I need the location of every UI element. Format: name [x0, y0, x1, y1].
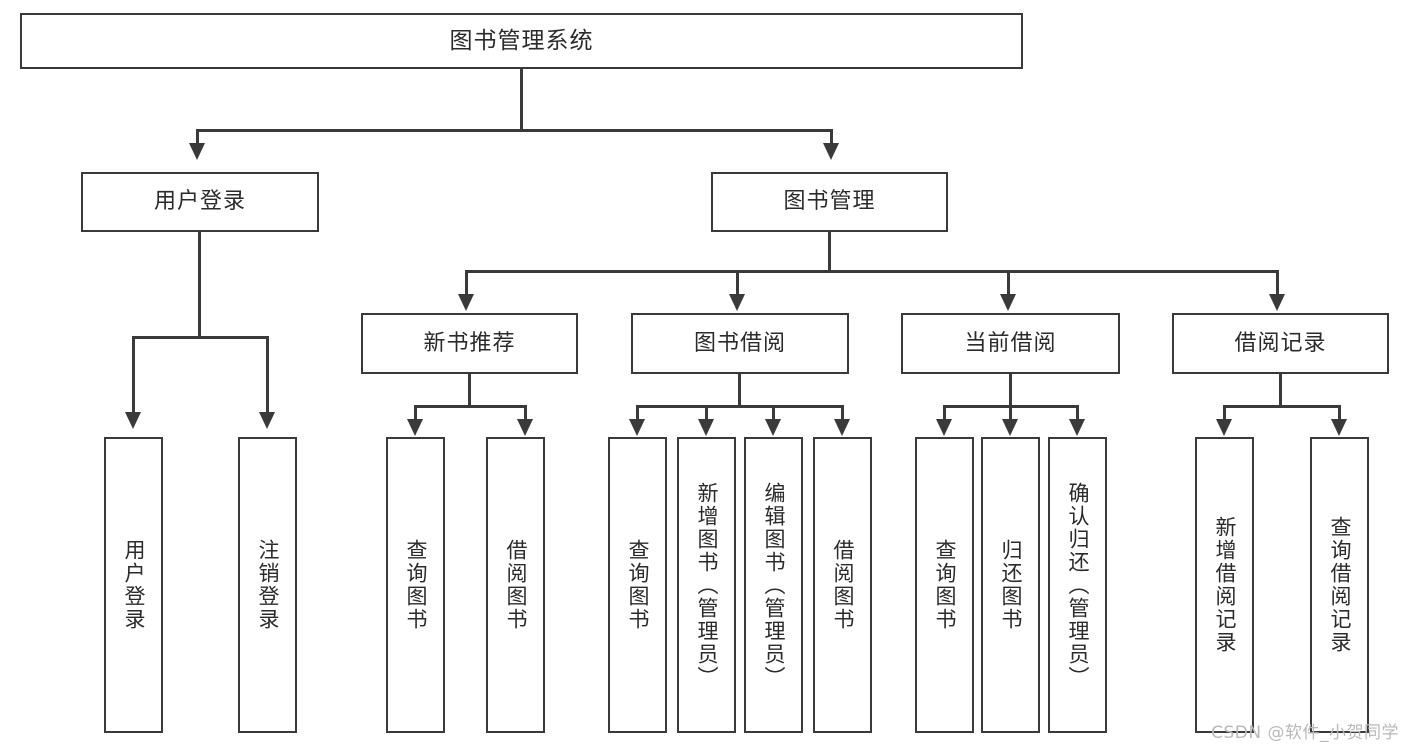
- leaf-query-book-2[interactable]: 查询图书: [608, 437, 667, 733]
- arrowhead-leaf-confirm-return-admin: [1069, 419, 1085, 436]
- node-label: 图书借阅: [693, 330, 786, 356]
- node-label: 查询图书: [933, 539, 958, 631]
- arrowhead-leaf-borrow-book-1: [517, 419, 533, 436]
- arrowhead-leaf-query-book-3: [936, 419, 952, 436]
- node-label: 确认归还（管理员）: [1066, 481, 1091, 689]
- connector-bm-child-2: [736, 270, 739, 298]
- leaf-query-book-3[interactable]: 查询图书: [915, 437, 974, 733]
- connector-root-bar: [196, 129, 833, 132]
- connector-book-management-bar: [465, 270, 1279, 273]
- arrowhead-book-borrow: [729, 294, 745, 311]
- arrowhead-new-book-recommend: [458, 294, 474, 311]
- node-current-borrow[interactable]: 当前借阅: [901, 313, 1120, 374]
- connector-bb-child-4: [841, 405, 844, 423]
- connector-bb-bar: [636, 405, 844, 408]
- connector-br-bar: [1223, 405, 1341, 408]
- connector-cb-child-3: [1076, 405, 1079, 423]
- node-new-book-recommend[interactable]: 新书推荐: [361, 313, 578, 374]
- leaf-add-book-admin[interactable]: 新增图书（管理员）: [677, 437, 736, 733]
- arrowhead-leaf-user-login: [125, 412, 141, 429]
- arrowhead-leaf-query-book-1: [407, 419, 423, 436]
- node-label: 查询借阅记录: [1328, 516, 1353, 654]
- arrowhead-current-borrow: [1000, 294, 1016, 311]
- arrowhead-leaf-add-book-admin: [698, 419, 714, 436]
- connector-nbr-child-1: [414, 405, 417, 423]
- arrowhead-book-management: [823, 143, 839, 160]
- node-label: 查询图书: [404, 539, 429, 631]
- connector-bb-child-3: [772, 405, 775, 423]
- arrowhead-leaf-query-book-2: [629, 419, 645, 436]
- arrowhead-leaf-borrow-book-2: [834, 419, 850, 436]
- node-label: 用户登录: [153, 189, 246, 215]
- connector-br-child-1: [1223, 405, 1226, 423]
- connector-br-stem: [1279, 374, 1282, 407]
- connector-br-child-2: [1338, 405, 1341, 423]
- node-user-login[interactable]: 用户登录: [81, 172, 319, 232]
- arrowhead-leaf-logout-login: [259, 412, 275, 429]
- connector-bm-child-1: [465, 270, 468, 298]
- connector-bb-child-2: [705, 405, 708, 423]
- node-label: 借阅记录: [1234, 330, 1327, 356]
- node-label: 注销登录: [256, 539, 281, 631]
- node-label: 新增借阅记录: [1213, 516, 1238, 654]
- arrowhead-user-login: [189, 143, 205, 160]
- connector-nbr-bar: [414, 405, 527, 408]
- connector-bb-child-1: [636, 405, 639, 423]
- leaf-borrow-book-1[interactable]: 借阅图书: [486, 437, 545, 733]
- node-label: 当前借阅: [964, 330, 1057, 356]
- node-label: 用户登录: [122, 539, 147, 631]
- connector-bb-stem: [738, 374, 741, 407]
- connector-root-stem: [520, 69, 523, 131]
- node-label: 查询图书: [626, 539, 651, 631]
- node-root-system[interactable]: 图书管理系统: [20, 13, 1023, 69]
- connector-bm-child-4: [1276, 270, 1279, 298]
- node-label: 借阅图书: [504, 539, 529, 631]
- connector-root-to-user-login: [196, 129, 199, 146]
- node-label: 图书管理: [783, 189, 876, 215]
- connector-cb-child-1: [943, 405, 946, 423]
- connector-cb-stem: [1009, 374, 1012, 407]
- leaf-add-borrow-record[interactable]: 新增借阅记录: [1195, 437, 1254, 733]
- connector-bm-child-3: [1007, 270, 1010, 298]
- node-label: 图书管理系统: [449, 27, 594, 54]
- node-label: 归还图书: [999, 539, 1024, 631]
- node-book-management[interactable]: 图书管理: [711, 172, 948, 232]
- connector-user-login-child-1: [132, 336, 135, 416]
- arrowhead-leaf-edit-book-admin: [765, 419, 781, 436]
- arrowhead-borrow-record: [1269, 294, 1285, 311]
- leaf-return-book[interactable]: 归还图书: [981, 437, 1040, 733]
- connector-cb-child-2: [1009, 405, 1012, 423]
- arrowhead-leaf-query-borrow-record: [1331, 419, 1347, 436]
- leaf-user-login[interactable]: 用户登录: [104, 437, 163, 733]
- connector-nbr-child-2: [524, 405, 527, 423]
- node-label: 借阅图书: [831, 539, 856, 631]
- connector-root-to-book-management: [830, 129, 833, 146]
- node-label: 新增图书（管理员）: [695, 481, 720, 689]
- leaf-query-book-1[interactable]: 查询图书: [386, 437, 445, 733]
- leaf-edit-book-admin[interactable]: 编辑图书（管理员）: [744, 437, 803, 733]
- node-borrow-record[interactable]: 借阅记录: [1172, 313, 1389, 374]
- connector-user-login-bar: [132, 336, 269, 339]
- node-label: 新书推荐: [423, 330, 516, 356]
- connector-user-login-stem: [198, 232, 201, 338]
- arrowhead-leaf-add-borrow-record: [1216, 419, 1232, 436]
- connector-nbr-stem: [468, 374, 471, 407]
- leaf-borrow-book-2[interactable]: 借阅图书: [813, 437, 872, 733]
- node-book-borrow[interactable]: 图书借阅: [631, 313, 849, 374]
- leaf-query-borrow-record[interactable]: 查询借阅记录: [1310, 437, 1369, 733]
- node-label: 编辑图书（管理员）: [762, 481, 787, 689]
- connector-user-login-child-2: [266, 336, 269, 416]
- arrowhead-leaf-return-book: [1002, 419, 1018, 436]
- leaf-logout-login[interactable]: 注销登录: [238, 437, 297, 733]
- connector-book-management-stem: [828, 232, 831, 272]
- leaf-confirm-return-admin[interactable]: 确认归还（管理员）: [1048, 437, 1107, 733]
